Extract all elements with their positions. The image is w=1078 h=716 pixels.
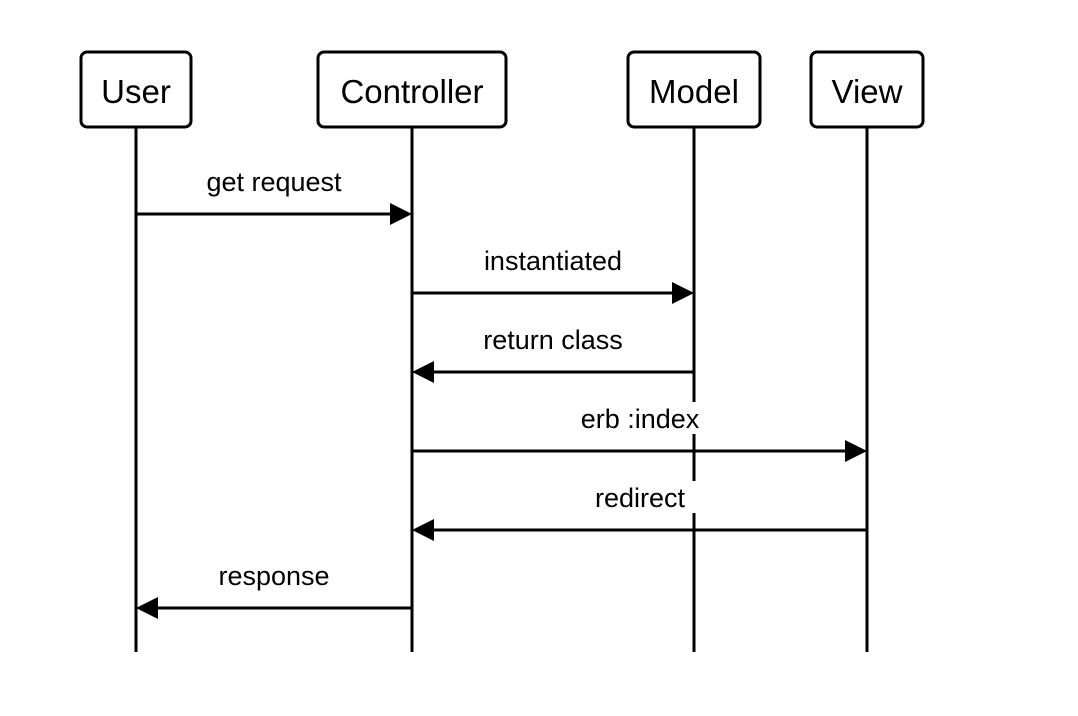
message-get-request-arrowhead [390,203,412,225]
participant-user-label: User [101,73,171,110]
message-redirect: redirect [412,481,867,541]
message-erb-index-label-bg [568,402,712,434]
message-response: response [136,561,412,619]
message-erb-index: erb :index [412,402,867,462]
message-return-class: return class [412,325,694,383]
participant-controller-label: Controller [340,73,483,110]
message-get-request-label: get request [206,167,342,197]
message-response-label: response [218,561,329,591]
lifelines [134,127,869,652]
participant-view-label: View [832,73,903,110]
message-erb-index-arrowhead [845,440,867,462]
participant-view: View [809,50,925,129]
message-instantiated-arrowhead [672,282,694,304]
message-redirect-label: redirect [595,483,686,513]
participant-model: Model [626,50,762,129]
message-redirect-arrowhead [412,519,434,541]
messages: get request instantiated return class er… [136,167,867,619]
participant-view-box [809,50,925,129]
participants: User Controller Model View [79,50,925,129]
message-response-arrowhead [136,597,158,619]
message-return-class-arrowhead [412,361,434,383]
message-get-request: get request [136,167,412,225]
participant-user-box [79,50,193,129]
message-instantiated: instantiated [412,246,694,304]
message-return-class-label: return class [483,325,623,355]
message-redirect-label-bg [584,481,696,513]
participant-user: User [79,50,193,129]
participant-controller: Controller [316,50,508,129]
participant-model-label: Model [649,73,739,110]
message-erb-index-label: erb :index [581,404,700,434]
participant-controller-box [316,50,508,129]
message-instantiated-label: instantiated [484,246,622,276]
participant-model-box [626,50,762,129]
